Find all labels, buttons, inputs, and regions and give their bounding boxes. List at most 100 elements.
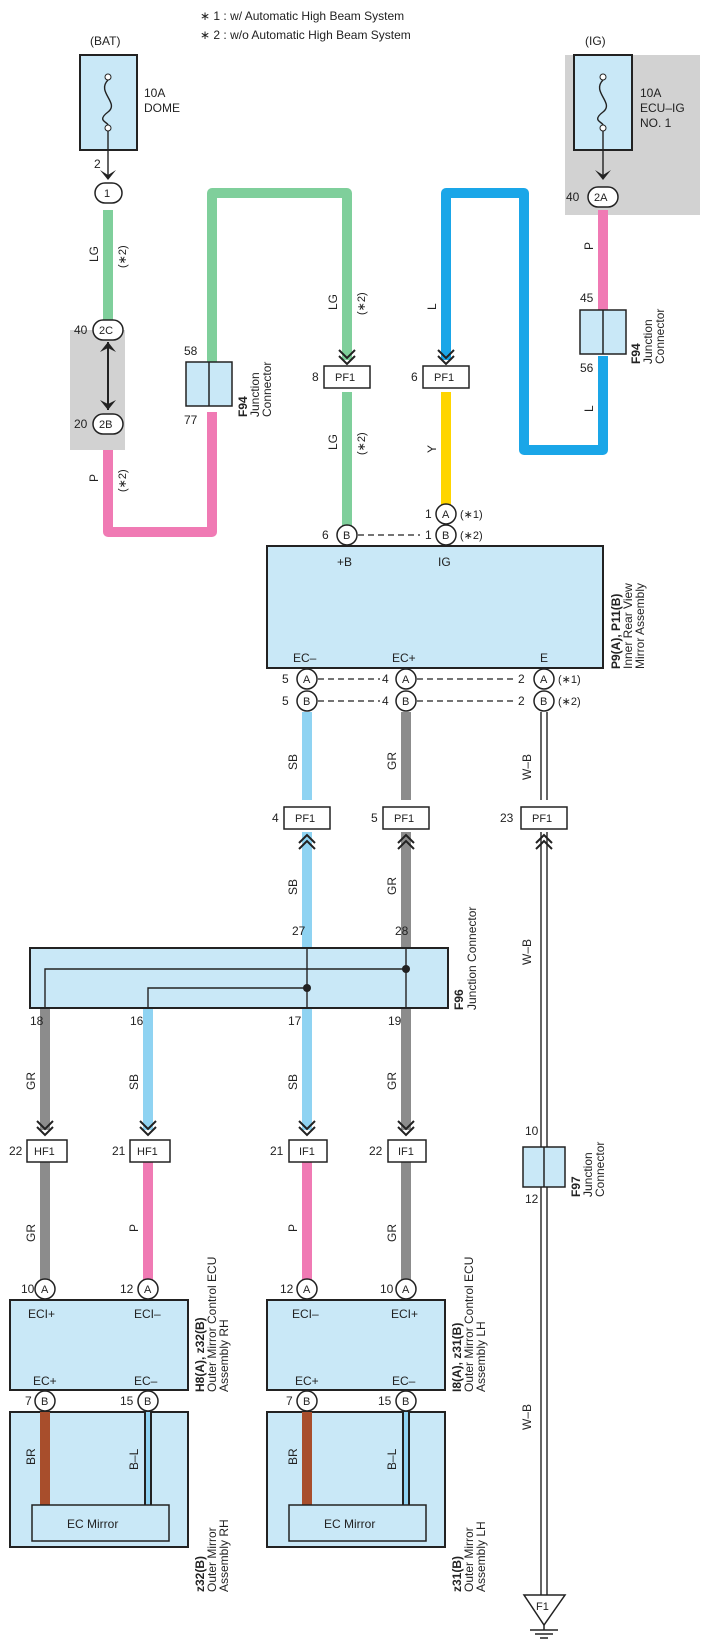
note-2: ∗ 2 : w/o Automatic High Beam System xyxy=(200,28,411,42)
pf1-5-num: 5 xyxy=(371,811,378,825)
bat-terminal-label: 1 xyxy=(104,188,110,200)
mirror-a-2-term: A xyxy=(540,674,548,686)
wire-label-bat-lg: LG xyxy=(87,246,101,262)
ig-terminal-label: 2A xyxy=(594,192,608,204)
hf1-21-box xyxy=(129,1139,171,1163)
pf1-8-num: 8 xyxy=(312,370,319,384)
mirror-a-5-term: A xyxy=(303,674,311,686)
ig-arrow xyxy=(595,170,611,180)
pf1-5-chevron-2 xyxy=(397,839,415,850)
mirror-top-pin-1b-note: (∗2) xyxy=(460,530,483,542)
ig-fuse-pin-top xyxy=(599,73,607,81)
ig-fuse-pin-bottom xyxy=(599,124,607,132)
pf1-23-num: 23 xyxy=(500,811,514,825)
ec-mirror-lh-label: EC Mirror xyxy=(324,1517,375,1531)
if1-22-box xyxy=(387,1139,427,1163)
ecu-lh-pin-tr: 10 xyxy=(380,1282,394,1296)
wire-label-sb-1: SB xyxy=(286,754,300,770)
mirror-top-pin-6-num: 6 xyxy=(322,528,329,542)
wire-label-f96-sb-r: SB xyxy=(286,1074,300,1090)
f94l-line1: Junction xyxy=(248,372,262,417)
pf1-8-box xyxy=(323,365,371,389)
f96-pin-16: 16 xyxy=(130,1014,144,1028)
if1-22-chev2 xyxy=(397,1126,415,1137)
ecu-lh-top-left: ECI– xyxy=(292,1307,319,1321)
f96-node-sb xyxy=(303,984,311,992)
wire-label-ig-l: L xyxy=(582,405,596,412)
bat-fuse-pin-bottom xyxy=(104,124,112,132)
ecu-rh-id: H8(A), z32(B) xyxy=(193,1317,207,1392)
mirror-label-e: E xyxy=(540,651,548,665)
pf1-6-chevron-1 xyxy=(437,349,455,360)
outer-lh-id: z31(B) xyxy=(450,1556,464,1592)
ig-name-2: NO. 1 xyxy=(640,116,672,130)
wire-label-sb-2: SB xyxy=(286,879,300,895)
hf1-22-chev2 xyxy=(36,1126,54,1137)
ig-pin: 40 xyxy=(566,190,580,204)
ec-mirror-rh-box xyxy=(31,1504,170,1542)
wire-label-gr-2: GR xyxy=(385,877,399,895)
hf1-21-chev1 xyxy=(139,1120,157,1131)
pf1-23-chevron-1 xyxy=(535,833,553,844)
mirror-line2: Mirror Assembly xyxy=(633,583,647,669)
mirror-top-pin-1b-term: B xyxy=(442,530,449,542)
wire-label-lh-br: BR xyxy=(286,1448,300,1465)
f94r-id: F94 xyxy=(629,343,643,364)
wire-label-f96-gr-r: GR xyxy=(385,1072,399,1090)
outer-mirror-ecu-rh-box xyxy=(9,1299,189,1391)
ig-fuse-icon xyxy=(597,79,608,126)
mirror-b-2-term: B xyxy=(540,696,547,708)
ecu-rh-line2: Assembly RH xyxy=(217,1319,231,1392)
pf1-6-box xyxy=(422,365,470,389)
if1-21-label: IF1 xyxy=(299,1146,315,1158)
wire-ig-l xyxy=(441,188,608,455)
f96-pin-18: 18 xyxy=(30,1014,44,1028)
f94r-line2: Connector xyxy=(653,309,667,364)
mirror-b-pin-4: 4 xyxy=(382,694,389,708)
if1-22-num: 22 xyxy=(369,1144,383,1158)
ecu-rh-pin-tl: 10 xyxy=(21,1282,35,1296)
wire-label-2b-note: (∗2) xyxy=(117,469,129,492)
ecu-lh-line2: Assembly LH xyxy=(474,1321,488,1392)
pf1-5-box xyxy=(382,806,430,830)
wire-label-lh-bl: B–L xyxy=(385,1448,399,1470)
mirror-label-ec-plus: EC+ xyxy=(392,651,416,665)
pf1-8-label: PF1 xyxy=(335,372,355,384)
ecu-lh-br-term-label: B xyxy=(402,1396,409,1408)
ecu-rh-tr-term-label: A xyxy=(144,1284,152,1296)
mirror-a-4 xyxy=(395,668,417,690)
mirror-a-pin-5: 5 xyxy=(282,672,289,686)
mirror-top-pin-6-term: B xyxy=(343,530,350,542)
pf1-4-num: 4 xyxy=(272,811,279,825)
wire-label-l-top: L xyxy=(425,303,439,310)
ecu-lh-tl-term-label: A xyxy=(303,1284,311,1296)
f94r-pin-bottom: 56 xyxy=(580,361,594,375)
mirror-b-2 xyxy=(533,690,555,712)
pf1-6-num: 6 xyxy=(411,370,418,384)
pin-2c-num: 40 xyxy=(74,323,88,337)
mirror-a-pin-2: 2 xyxy=(518,672,525,686)
wire-label-rh-br: BR xyxy=(24,1448,38,1465)
wire-label-y: Y xyxy=(425,445,439,453)
pf1-23-box xyxy=(520,806,568,830)
pf1-4-label: PF1 xyxy=(295,813,315,825)
if1-22-chev1 xyxy=(397,1120,415,1131)
ecu-lh-bl-term-label: B xyxy=(303,1396,310,1408)
mirror-a-4-term: A xyxy=(402,674,410,686)
ground-triangle xyxy=(522,1594,567,1627)
hf1-21-chev2 xyxy=(139,1126,157,1137)
mirror-a-note: (∗1) xyxy=(558,674,581,686)
bat-fuse-icon xyxy=(102,79,113,126)
ecu-lh-bottom-right: EC– xyxy=(392,1374,416,1388)
if1-21-num: 21 xyxy=(270,1144,284,1158)
f96-pin-28: 28 xyxy=(395,924,409,938)
mirror-label-b: +B xyxy=(337,555,352,569)
pin-2b-num: 20 xyxy=(74,417,88,431)
terminal-2b-label: 2B xyxy=(99,419,112,431)
bat-name: DOME xyxy=(144,101,180,115)
f96-pin-19: 19 xyxy=(388,1014,402,1028)
f97-line2: Connector xyxy=(593,1142,607,1197)
junction-arrow-down xyxy=(100,400,116,410)
f94l-line2: Connector xyxy=(260,362,274,417)
